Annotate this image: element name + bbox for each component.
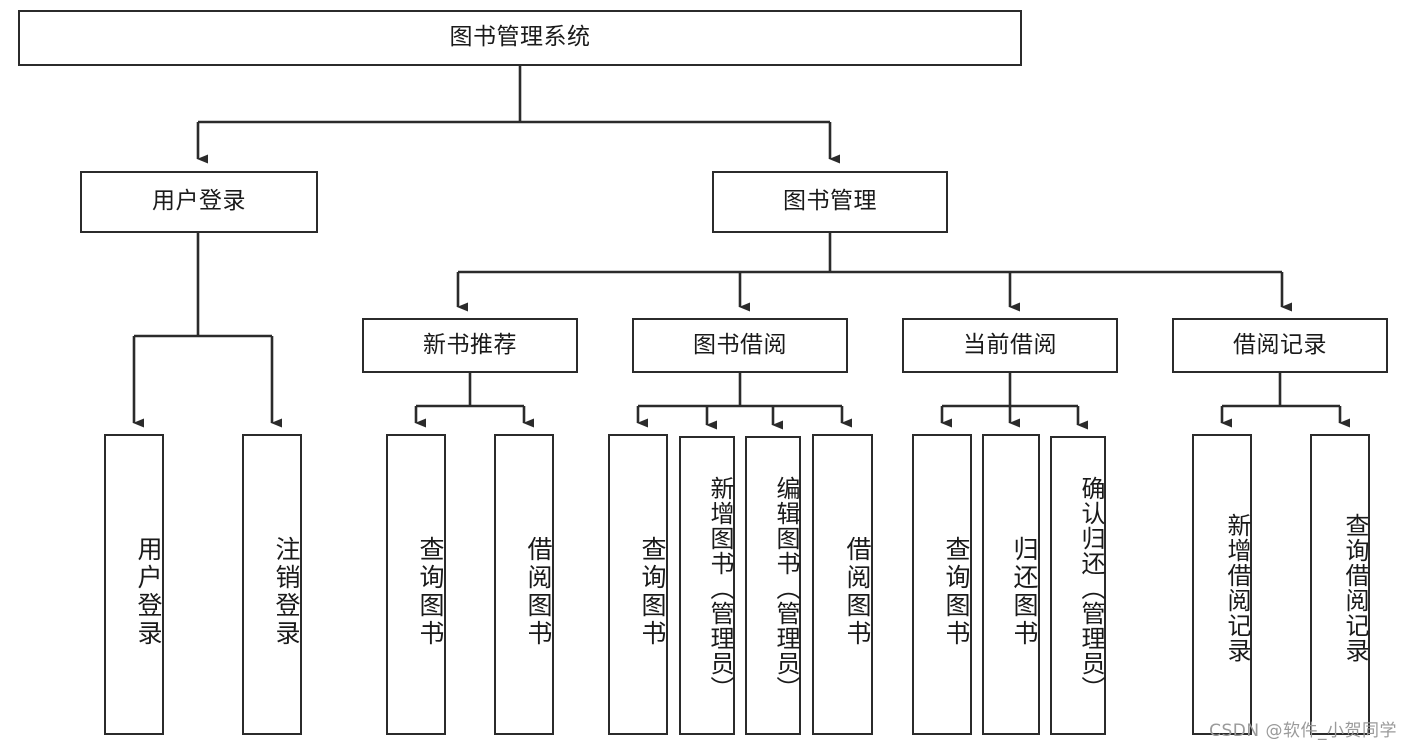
leaf-borrow-book-recommend[interactable]: 借阅图书 [494, 434, 554, 735]
node-label: 用户登录 [152, 188, 246, 215]
node-label: 确认归还（管理员） [1077, 476, 1105, 701]
leaf-add-book-admin[interactable]: 新增图书（管理员） [679, 436, 735, 735]
node-label: 借阅记录 [1233, 331, 1327, 358]
leaf-query-book-borrow[interactable]: 查询图书 [608, 434, 668, 735]
node-label: 图书管理 [783, 188, 877, 215]
node-label: 新书推荐 [423, 331, 517, 358]
node-label: 编辑图书（管理员） [772, 476, 800, 701]
node-label: 查询图书 [638, 535, 667, 648]
node-new-book-recommend[interactable]: 新书推荐 [362, 318, 578, 373]
leaf-query-book-recommend[interactable]: 查询图书 [386, 434, 446, 735]
node-label: 查询借阅记录 [1341, 512, 1369, 663]
node-borrow-record[interactable]: 借阅记录 [1172, 318, 1388, 373]
leaf-add-borrow-record[interactable]: 新增借阅记录 [1192, 434, 1252, 735]
node-label: 图书借阅 [693, 331, 787, 358]
node-label: 查询图书 [942, 535, 971, 648]
node-label: 新增图书（管理员） [706, 476, 734, 701]
leaf-logout[interactable]: 注销登录 [242, 434, 302, 735]
node-current-borrow[interactable]: 当前借阅 [902, 318, 1118, 373]
leaf-confirm-return-admin[interactable]: 确认归还（管理员） [1050, 436, 1106, 735]
leaf-edit-book-admin[interactable]: 编辑图书（管理员） [745, 436, 801, 735]
csdn-watermark: CSDN @软件_小贺同学 [1209, 721, 1397, 741]
leaf-user-login[interactable]: 用户登录 [104, 434, 164, 735]
node-user-login[interactable]: 用户登录 [80, 171, 318, 233]
node-book-borrow[interactable]: 图书借阅 [632, 318, 848, 373]
node-label: 用户登录 [134, 535, 163, 648]
leaf-query-borrow-record[interactable]: 查询借阅记录 [1310, 434, 1370, 735]
node-label: 图书管理系统 [449, 24, 591, 51]
node-label: 归还图书 [1010, 535, 1039, 648]
node-book-management[interactable]: 图书管理 [712, 171, 948, 233]
node-label: 注销登录 [272, 535, 301, 648]
node-label: 借阅图书 [843, 535, 872, 648]
leaf-query-book-current[interactable]: 查询图书 [912, 434, 972, 735]
node-label: 当前借阅 [963, 331, 1057, 358]
node-label: 新增借阅记录 [1223, 512, 1251, 663]
node-root[interactable]: 图书管理系统 [18, 10, 1022, 66]
leaf-return-book[interactable]: 归还图书 [982, 434, 1040, 735]
node-label: 借阅图书 [524, 535, 553, 648]
leaf-borrow-book[interactable]: 借阅图书 [812, 434, 873, 735]
node-label: 查询图书 [416, 535, 445, 648]
